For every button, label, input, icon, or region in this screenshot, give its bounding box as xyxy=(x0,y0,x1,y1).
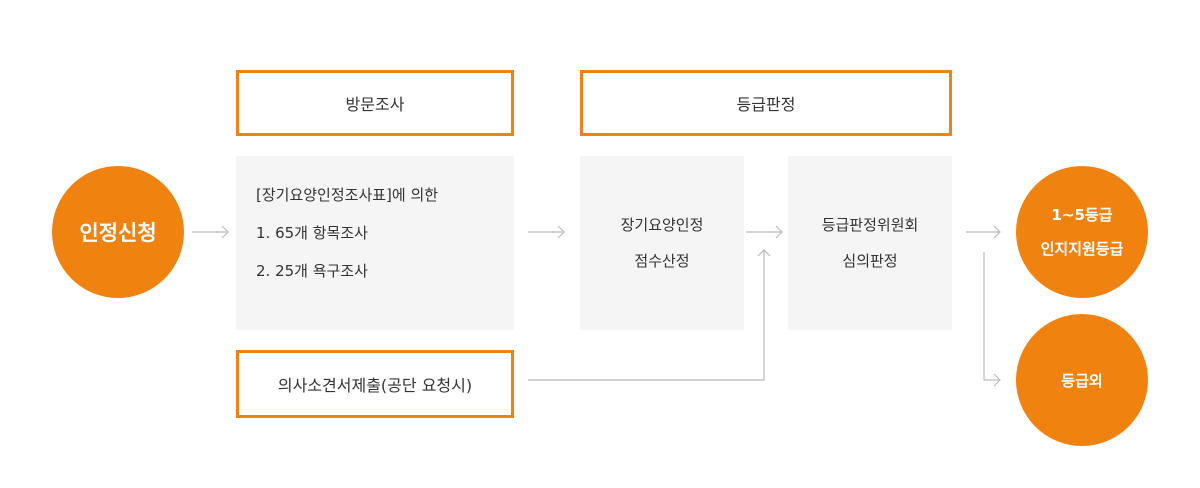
arrow-committee-to-out xyxy=(983,252,1001,387)
score-line-1: 장기요양인정 xyxy=(620,216,704,234)
arrow-apply-to-survey xyxy=(192,225,229,239)
arrow-doctor-to-committee xyxy=(528,249,771,381)
result-out-label: 등급외 xyxy=(1061,371,1103,390)
header-visit-survey: 방문조사 xyxy=(236,70,514,136)
score-line-2: 점수산정 xyxy=(634,252,690,270)
apply-circle: 인정신청 xyxy=(52,166,184,298)
committee-line-2: 심의판정 xyxy=(842,252,898,270)
arrow-score-to-committee xyxy=(746,225,783,239)
result-grade-circle: 1~5등급 인지지원등급 xyxy=(1016,166,1148,298)
survey-line-2: 1. 65개 항목조사 xyxy=(256,224,368,242)
header-grading: 등급판정 xyxy=(580,70,952,136)
result-grade-line-1: 1~5등급 xyxy=(1051,206,1113,224)
header-grading-label: 등급판정 xyxy=(736,95,796,114)
survey-line-3: 2. 25개 욕구조사 xyxy=(256,262,368,280)
doctor-opinion-label: 의사소견서제출(공단 요청시) xyxy=(277,376,473,395)
result-grade-line-2: 인지지원등급 xyxy=(1040,240,1124,258)
arrow-committee-to-grade xyxy=(966,225,1001,239)
committee-line-1: 등급판정위원회 xyxy=(821,216,919,234)
arrow-survey-to-score xyxy=(528,225,565,239)
committee-box: 등급판정위원회 심의판정 xyxy=(788,156,952,330)
survey-box: [장기요양인정조사표]에 의한 1. 65개 항목조사 2. 25개 욕구조사 xyxy=(236,156,514,330)
result-out-circle: 등급외 xyxy=(1016,314,1148,446)
apply-circle-label: 인정신청 xyxy=(79,221,157,245)
survey-line-1: [장기요양인정조사표]에 의한 xyxy=(256,186,439,204)
score-box: 장기요양인정 점수산정 xyxy=(580,156,744,330)
doctor-opinion-box: 의사소견서제출(공단 요청시) xyxy=(236,350,514,418)
header-visit-survey-label: 방문조사 xyxy=(345,95,405,114)
